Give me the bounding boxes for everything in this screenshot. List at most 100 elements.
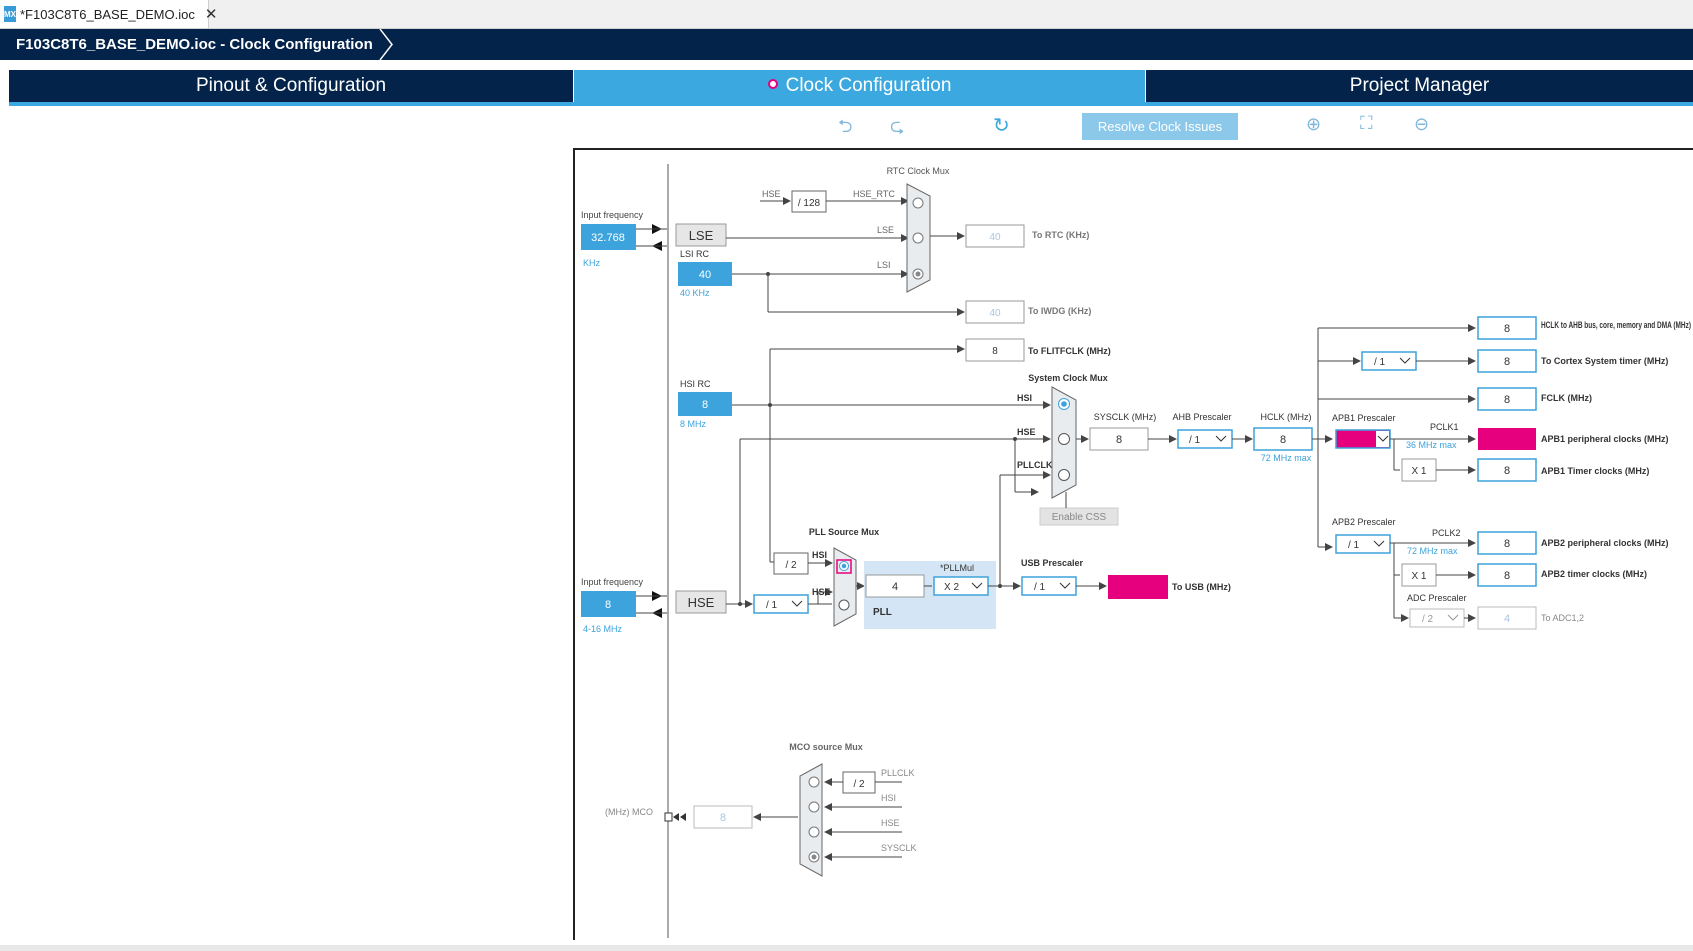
fclk-label: FCLK (MHz) bbox=[1541, 393, 1592, 403]
reset-icon[interactable]: ↻ bbox=[993, 115, 1010, 137]
tab-clock-configuration[interactable]: Clock Configuration bbox=[574, 70, 1145, 102]
sysmux-radio-pllclk[interactable] bbox=[1058, 469, 1070, 481]
apb1-prescaler-value: / 1 bbox=[1348, 435, 1360, 446]
usb-prescaler-label: USB Prescaler bbox=[1021, 558, 1084, 568]
sysmux-hse-label: HSE bbox=[1017, 427, 1036, 437]
apb1-peripheral-value: 8 bbox=[1504, 434, 1510, 446]
rtc-lse-label: LSE bbox=[877, 225, 894, 235]
undo-icon[interactable]: ⮌ bbox=[838, 116, 853, 136]
sysclk-label: SYSCLK (MHz) bbox=[1094, 412, 1157, 422]
pll-mul-select[interactable] bbox=[933, 576, 989, 596]
enable-css-button[interactable] bbox=[1039, 507, 1119, 526]
ahb-prescaler-select[interactable] bbox=[1177, 429, 1233, 449]
mco-sysclk-label: SYSCLK bbox=[881, 843, 917, 853]
apb2-timer-label: APB2 timer clocks (MHz) bbox=[1541, 569, 1647, 579]
flitfclk-value: 8 bbox=[992, 346, 998, 357]
apb2-prescaler-select[interactable] bbox=[1335, 534, 1391, 554]
tab-pinout-configuration[interactable]: Pinout & Configuration bbox=[9, 70, 573, 102]
resolve-clock-issues-button[interactable]: Resolve Clock Issues bbox=[1082, 113, 1238, 140]
mco-radio-hse[interactable] bbox=[808, 826, 820, 838]
lse-input-frequency-label: Input frequency bbox=[581, 210, 644, 220]
rtc-mux-radio-lse[interactable] bbox=[912, 232, 924, 244]
redo-icon[interactable]: ⮎ bbox=[890, 116, 905, 136]
mco-output-value: 8 bbox=[720, 812, 726, 824]
ahb-bus-clock-label: HCLK to AHB bus, core, memory and DMA (M… bbox=[1541, 320, 1691, 330]
pllmux-radio-hse[interactable] bbox=[838, 599, 850, 611]
lse-input-value: 32.768 bbox=[591, 232, 625, 244]
hse-prediv-value: / 1 bbox=[766, 600, 778, 611]
hse-prediv-select[interactable] bbox=[753, 594, 809, 614]
zoom-out-icon[interactable]: ⊖ bbox=[1414, 114, 1430, 134]
hsi-rc-label: HSI RC bbox=[680, 379, 711, 389]
chevron-down-icon bbox=[791, 600, 803, 607]
to-iwdg-value: 40 bbox=[989, 308, 1001, 319]
mco-radio-pllclk[interactable] bbox=[808, 776, 820, 788]
apb1-prescaler-label: APB1 Prescaler bbox=[1332, 413, 1396, 423]
modified-indicator-icon bbox=[767, 78, 778, 89]
pll-label: PLL bbox=[873, 607, 892, 618]
pllmux-hsi-label: HSI bbox=[812, 550, 827, 560]
apb2-peripheral-output[interactable] bbox=[1477, 531, 1537, 555]
adc-output-value: 4 bbox=[1504, 613, 1510, 625]
system-clock-mux-title: System Clock Mux bbox=[1028, 373, 1108, 383]
sysmux-radio-hse[interactable] bbox=[1058, 433, 1070, 445]
apb1-timer-output[interactable] bbox=[1477, 458, 1537, 482]
lse-unit: KHz bbox=[583, 258, 601, 268]
hse-oscillator-block[interactable] bbox=[675, 590, 727, 614]
rtc-hse-label: HSE bbox=[762, 189, 781, 199]
rtc-hse-rtc-label: HSE_RTC bbox=[853, 189, 895, 199]
apb1-peripheral-output[interactable] bbox=[1478, 428, 1536, 450]
to-iwdg-value-box bbox=[965, 300, 1025, 324]
cortex-timer-prescaler-select[interactable] bbox=[1361, 351, 1417, 371]
ahb-prescaler-value: / 1 bbox=[1189, 435, 1201, 446]
flitfclk-label: To FLITFCLK (MHz) bbox=[1028, 346, 1111, 356]
file-tab[interactable]: MX *F103C8T6_BASE_DEMO.ioc ✕ bbox=[0, 0, 217, 28]
sysclk-value: 8 bbox=[1116, 434, 1122, 446]
hsi-value: 8 bbox=[702, 399, 708, 411]
chevron-down-icon bbox=[1059, 582, 1071, 589]
mco-radio-hsi[interactable] bbox=[808, 801, 820, 813]
lse-input-field[interactable] bbox=[581, 224, 636, 250]
hsi-sub-label: 8 MHz bbox=[680, 419, 707, 429]
adc-output bbox=[1477, 606, 1537, 630]
cortex-timer-output[interactable] bbox=[1477, 349, 1537, 373]
rtc-mux-radio-hse[interactable] bbox=[912, 197, 924, 209]
zoom-in-icon[interactable]: ⊕ bbox=[1306, 114, 1322, 134]
lsi-sub-label: 40 KHz bbox=[680, 288, 710, 298]
apb2-timer-output[interactable] bbox=[1477, 563, 1537, 587]
chevron-down-icon bbox=[1215, 435, 1227, 442]
file-tab-strip: MX *F103C8T6_BASE_DEMO.ioc ✕ bbox=[0, 0, 1693, 29]
to-rtc-label: To RTC (KHz) bbox=[1032, 230, 1089, 240]
pll-source-mux-title: PLL Source Mux bbox=[809, 527, 879, 537]
hse-input-field[interactable] bbox=[581, 591, 636, 617]
adc-prescaler-select[interactable] bbox=[1409, 608, 1465, 628]
breadcrumb-title[interactable]: F103C8T6_BASE_DEMO.ioc - Clock Configura… bbox=[16, 36, 373, 53]
apb2-prescaler-value: / 1 bbox=[1348, 540, 1360, 551]
usb-output[interactable] bbox=[1108, 575, 1168, 599]
apb1-timer-multiplier-value: X 1 bbox=[1411, 466, 1426, 477]
flitfclk-value-box bbox=[965, 338, 1025, 362]
apb2-timer-multiplier-value: X 1 bbox=[1411, 571, 1426, 582]
mco-label: (MHz) MCO bbox=[605, 807, 653, 817]
status-bar bbox=[0, 945, 1693, 951]
fclk-output[interactable] bbox=[1477, 387, 1537, 411]
usb-output-label: To USB (MHz) bbox=[1172, 582, 1231, 592]
hse-label: HSE bbox=[688, 595, 715, 610]
apb2-prescaler-label: APB2 Prescaler bbox=[1332, 517, 1396, 527]
tab-project-manager[interactable]: Project Manager bbox=[1146, 70, 1693, 102]
hclk-label: HCLK (MHz) bbox=[1261, 412, 1312, 422]
adc-output-label: To ADC1,2 bbox=[1541, 613, 1584, 623]
apb1-timer-value: 8 bbox=[1504, 465, 1510, 477]
lsi-rc-label: LSI RC bbox=[680, 249, 710, 259]
sysmux-hsi-label: HSI bbox=[1017, 393, 1032, 403]
fit-to-screen-icon[interactable]: ⛶ bbox=[1360, 113, 1373, 133]
lse-oscillator-block[interactable] bbox=[675, 223, 727, 247]
hclk-max-label: 72 MHz max bbox=[1261, 453, 1312, 463]
clock-tree-svg: Input frequency 32.768 KHz LSE LSI RC 40… bbox=[581, 164, 1691, 938]
usb-prescaler-select[interactable] bbox=[1021, 576, 1077, 596]
cortex-timer-value: 8 bbox=[1504, 356, 1510, 368]
close-tab-icon[interactable]: ✕ bbox=[204, 6, 218, 23]
fclk-value: 8 bbox=[1504, 394, 1510, 406]
chevron-down-icon bbox=[971, 582, 983, 589]
ahb-bus-clock-output[interactable] bbox=[1477, 316, 1537, 340]
